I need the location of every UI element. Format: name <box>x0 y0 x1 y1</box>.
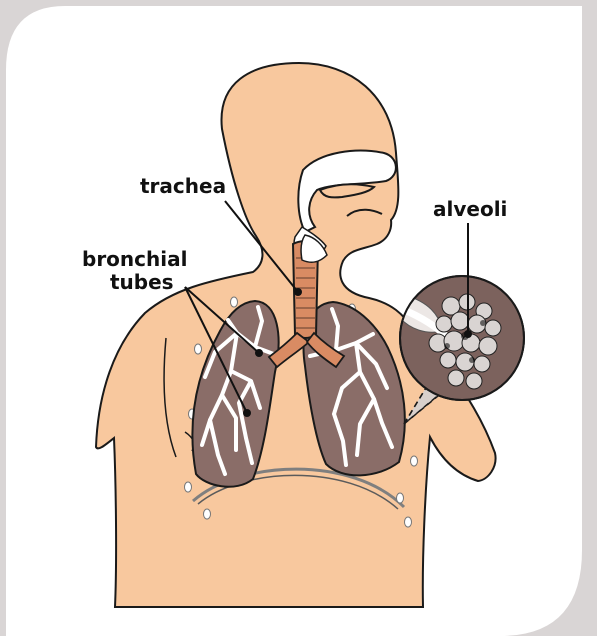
bronchial-label-line1: bronchial <box>82 247 187 271</box>
alveoli-label: alveoli <box>433 197 507 221</box>
trachea-label: trachea <box>140 174 226 198</box>
bronchial-label-line2: tubes <box>110 270 174 294</box>
